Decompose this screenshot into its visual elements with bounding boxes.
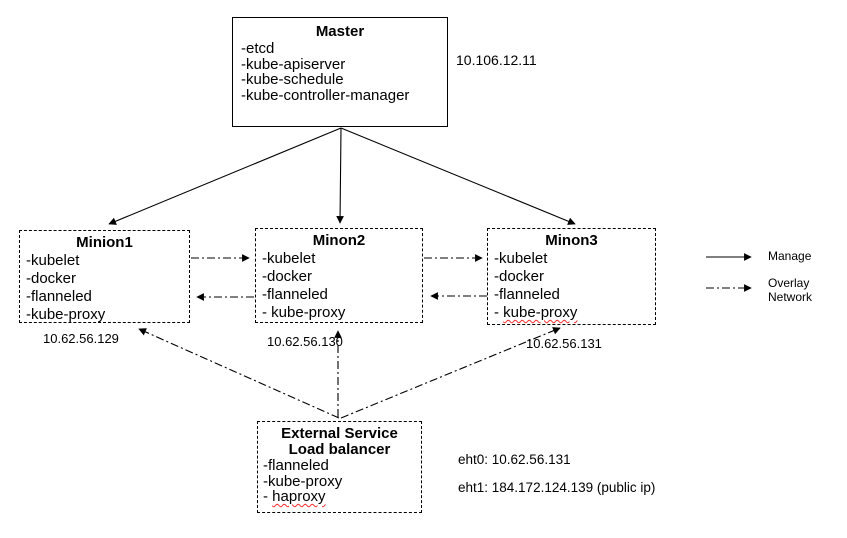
minion3-item-docker: -docker	[494, 268, 545, 285]
minion1-item-kubelet: -kubelet	[26, 252, 80, 269]
lb-item-flanneled: -flanneled	[263, 457, 329, 474]
lb-item-haproxy: - haproxy	[263, 489, 421, 505]
master-item-kube-schedule: -kube-schedule	[241, 71, 344, 88]
legend-overlay-label-line1: Overlay	[768, 276, 810, 290]
legend-overlay-label-line2: Network	[768, 290, 813, 304]
lb-item-haproxy-word: haproxy	[272, 488, 326, 505]
minion1-item-kube-proxy: -kube-proxy	[26, 306, 106, 323]
minion2-item-docker: -docker	[262, 268, 313, 285]
minion2-ip-label: 10.62.56.130	[267, 334, 343, 349]
minion1-item-docker: -docker	[26, 270, 77, 287]
minion2-node-box: Minon2 -kubelet -docker -flanneled - kub…	[255, 228, 423, 323]
minion3-item-kube-proxy-prefix: -	[494, 304, 504, 321]
minion2-item-kubelet: -kubelet	[262, 250, 316, 267]
master-item-kube-controller-manager: -kube-controller-manager	[241, 86, 410, 104]
minion3-ip-label: 10.62.56.131	[526, 336, 602, 351]
manage-arrow-master-to-minion1	[108, 127, 342, 225]
manage-arrow-master-to-minion2	[336, 127, 344, 224]
master-item-etcd: -etcd	[241, 40, 275, 57]
master-ip-label: 10.106.12.11	[456, 52, 537, 68]
master-node-box: Master -etcd -kube-apiserver -kube-sched…	[232, 17, 448, 127]
minion2-item-flanneled: -flanneled	[262, 286, 328, 303]
minion3-title: Minon3	[545, 232, 598, 249]
load-balancer-title-line2: Load balancer	[288, 441, 391, 458]
eht1-annotation: eht1: 184.172.124.139 (public ip)	[458, 480, 656, 495]
load-balancer-node-box: External Service Load balancer -flannele…	[257, 421, 422, 513]
minion3-item-flanneled: -flanneled	[494, 286, 560, 303]
minion1-item-flanneled: -flanneled	[26, 288, 92, 305]
load-balancer-title-line1: External Service	[281, 425, 398, 442]
legend-overlay-label: Overlay Network	[768, 276, 812, 304]
minion1-ip-label: 10.62.56.129	[43, 331, 119, 346]
minion1-node-box: Minion1 -kubelet -docker -flanneled -kub…	[19, 230, 190, 323]
master-item-kube-apiserver: -kube-apiserver	[241, 55, 346, 73]
eht0-annotation: eht0: 10.62.56.131	[458, 452, 571, 467]
lb-item-kube-proxy: -kube-proxy	[263, 472, 343, 490]
minion3-item-kubelet: -kubelet	[494, 250, 548, 267]
minion2-title: Minon2	[312, 232, 366, 249]
legend-manage-label: Manage	[768, 249, 812, 263]
minion1-title: Minion1	[76, 234, 133, 251]
minion3-item-kube-proxy-word: kube-proxy	[503, 304, 578, 321]
lb-item-haproxy-prefix: -	[263, 488, 273, 505]
minion3-item-kube-proxy: - kube-proxy	[494, 304, 655, 322]
manage-arrow-master-to-minion3	[340, 127, 576, 225]
master-title: Master	[315, 23, 365, 40]
minion2-item-kube-proxy: - kube-proxy	[262, 304, 346, 321]
minion3-node-box: Minon3 -kubelet -docker -flanneled - kub…	[487, 228, 656, 325]
